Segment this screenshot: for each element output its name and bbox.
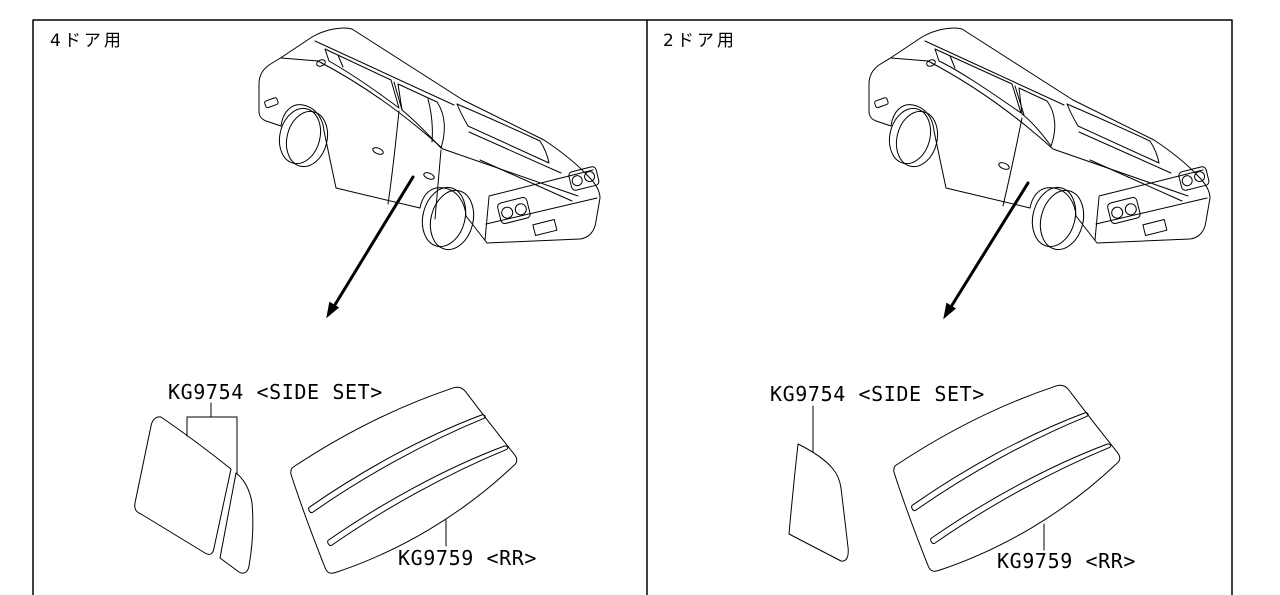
car-rear-wheel-outer xyxy=(1031,186,1077,248)
car-side-mirror xyxy=(316,59,326,67)
car-rear-wheel-inner xyxy=(1039,189,1085,251)
panel-title-two-door: 2ドア用 xyxy=(663,31,737,51)
arrow-shaft xyxy=(331,175,415,310)
side-set-films-four-door xyxy=(134,416,254,574)
car-b-pillar-line xyxy=(393,81,403,111)
car-rear-windshield xyxy=(1066,103,1160,164)
car-side-mirror xyxy=(926,59,936,67)
car-side-marker xyxy=(874,97,889,109)
car-trunk-front-line xyxy=(1078,131,1172,174)
front-door-film xyxy=(134,416,232,555)
four-door-panel: 4ドア用 xyxy=(50,27,601,582)
car-rear-corner-line xyxy=(484,196,490,241)
panel-borders xyxy=(32,19,1233,595)
arrow-head-icon xyxy=(326,301,340,319)
car-tail-panel-top-edge xyxy=(488,169,594,197)
car-right-taillight xyxy=(1178,166,1210,191)
car-door-seam xyxy=(1002,117,1023,207)
car-beltline xyxy=(927,60,1189,197)
rear-label-four-door: KG9759 <RR> xyxy=(398,546,537,570)
car-front-wheel-outer xyxy=(278,107,322,165)
car-door-handle xyxy=(998,162,1010,170)
panel-frame xyxy=(32,19,1233,595)
car-front-door-seam xyxy=(387,110,400,205)
car-door-vent-line xyxy=(949,55,956,69)
car-rear-wheel-inner xyxy=(429,189,475,251)
car-fender-top-line xyxy=(890,57,929,62)
quarter-window-film-two-door xyxy=(788,443,849,562)
car-rear-wheel-outer xyxy=(421,186,467,248)
car-left-taillight xyxy=(1107,197,1141,224)
car-front-wheel-inner xyxy=(895,110,939,168)
car-license-plate xyxy=(532,219,558,237)
car-front-door-glass xyxy=(324,48,400,109)
car-tail-panel-top-edge xyxy=(1098,169,1204,197)
car-quarter-glass xyxy=(1018,87,1056,147)
car-beltline xyxy=(317,60,579,197)
car-rear-door-glass xyxy=(397,83,445,149)
car-front-wheel-outer xyxy=(888,107,932,165)
car-front-door-vent-line xyxy=(337,54,344,68)
arrow-head-icon xyxy=(943,302,957,320)
pointer-arrow-two-door xyxy=(943,181,1030,320)
car-rear-corner-line xyxy=(1094,196,1100,241)
car-rear-door-seam xyxy=(434,149,442,220)
car-left-taillight xyxy=(497,197,531,224)
rear-label-two-door: KG9759 <RR> xyxy=(997,549,1136,573)
car-rear-door-glass-divider xyxy=(427,98,433,143)
car-trunk-front-line xyxy=(468,131,562,174)
car-right-taillight xyxy=(568,166,600,191)
two-door-car-illustration xyxy=(868,27,1211,251)
car-rear-door-handle xyxy=(423,172,435,180)
arrow-shaft xyxy=(947,181,1030,312)
car-license-plate xyxy=(1142,219,1168,237)
quarter-window-film xyxy=(219,472,254,574)
car-drip-rail xyxy=(314,40,455,106)
two-door-panel: 2ドア用 xyxy=(663,27,1211,580)
side-set-label-two-door: KG9754 <SIDE SET> xyxy=(770,382,985,406)
car-front-door-handle xyxy=(372,147,384,155)
car-trunk-rear-line xyxy=(1089,159,1183,202)
car-drip-rail xyxy=(924,40,1065,106)
car-rear-windshield xyxy=(456,103,550,164)
side-set-leader-line xyxy=(186,402,238,475)
car-trunk-rear-line xyxy=(479,159,573,202)
four-door-car-illustration xyxy=(258,27,601,251)
car-door-glass xyxy=(934,48,1022,114)
car-fender-top-line xyxy=(280,57,319,62)
car-front-wheel-inner xyxy=(285,110,329,168)
car-b-pillar-line xyxy=(1014,85,1025,116)
pointer-arrow-four-door xyxy=(326,175,415,319)
car-bumper-top-edge xyxy=(1095,197,1208,225)
car-bumper-top-edge xyxy=(485,197,598,225)
car-side-marker xyxy=(264,97,279,109)
panel-title-four-door: 4ドア用 xyxy=(50,31,124,51)
side-set-label-four-door: KG9754 <SIDE SET> xyxy=(168,380,383,404)
